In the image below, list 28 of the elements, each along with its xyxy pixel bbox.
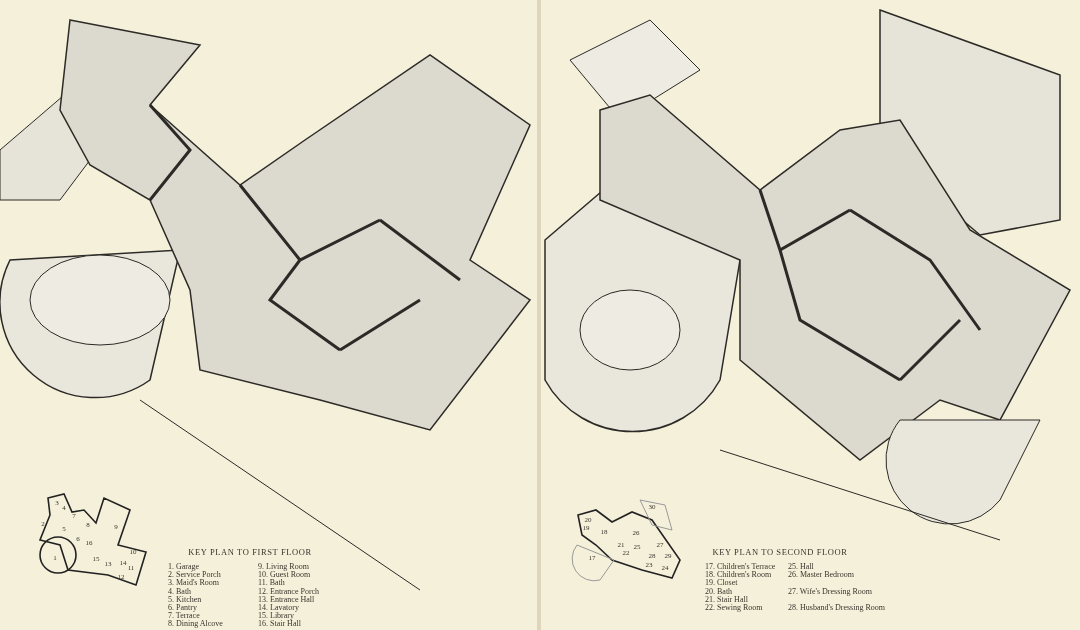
room-key-item: 6. Pantry <box>168 604 197 612</box>
room-key-item: 26. Master Bedroom <box>788 571 855 580</box>
room-key-item: 9. Living Room <box>258 563 309 571</box>
room-key-item: 13. Entrance Hall <box>258 595 315 604</box>
room-key-item: 3. Maid's Room <box>168 579 219 588</box>
room-key-item: 10. Guest Room <box>258 571 311 580</box>
room-key-item: 28. Husband's Dressing Room <box>788 604 886 613</box>
key-plan-title: KEY PLAN TO SECOND FLOOR <box>712 548 848 557</box>
room-key-item: 2. Service Porch <box>168 571 221 580</box>
room-key-item: 11. Bath <box>258 579 285 588</box>
room-key-item: 14. Lavatory <box>258 604 299 612</box>
room-key-item: 8. Dining Alcove <box>168 620 223 629</box>
room-key-item: 27. Wife's Dressing Room <box>788 587 874 596</box>
room-key-item: 17. Children's Terrace <box>705 563 776 571</box>
room-key-item: 1. Garage <box>168 563 200 571</box>
room-key-item: 21. Stair Hall <box>705 595 748 604</box>
room-key-item: 12. Entrance Porch <box>258 587 320 596</box>
room-key-item: 22. Sewing Room <box>705 604 763 612</box>
room-key-item: 4. Bath <box>168 587 192 596</box>
room-key-item: 19. Closet <box>705 579 738 588</box>
room-key-item: 15. Library <box>258 612 294 621</box>
key-plan-title: KEY PLAN TO FIRST FLOOR <box>188 548 312 557</box>
room-key-item: 5. Kitchen <box>168 595 202 604</box>
room-key-item: 18. Children's Room <box>705 571 772 580</box>
room-key-item: 7. Terrace <box>168 612 200 621</box>
room-key-item: 16. Stair Hall <box>258 620 301 629</box>
room-key-item: 20. Bath <box>705 587 733 596</box>
room-key-item: 25. Hall <box>788 563 815 571</box>
